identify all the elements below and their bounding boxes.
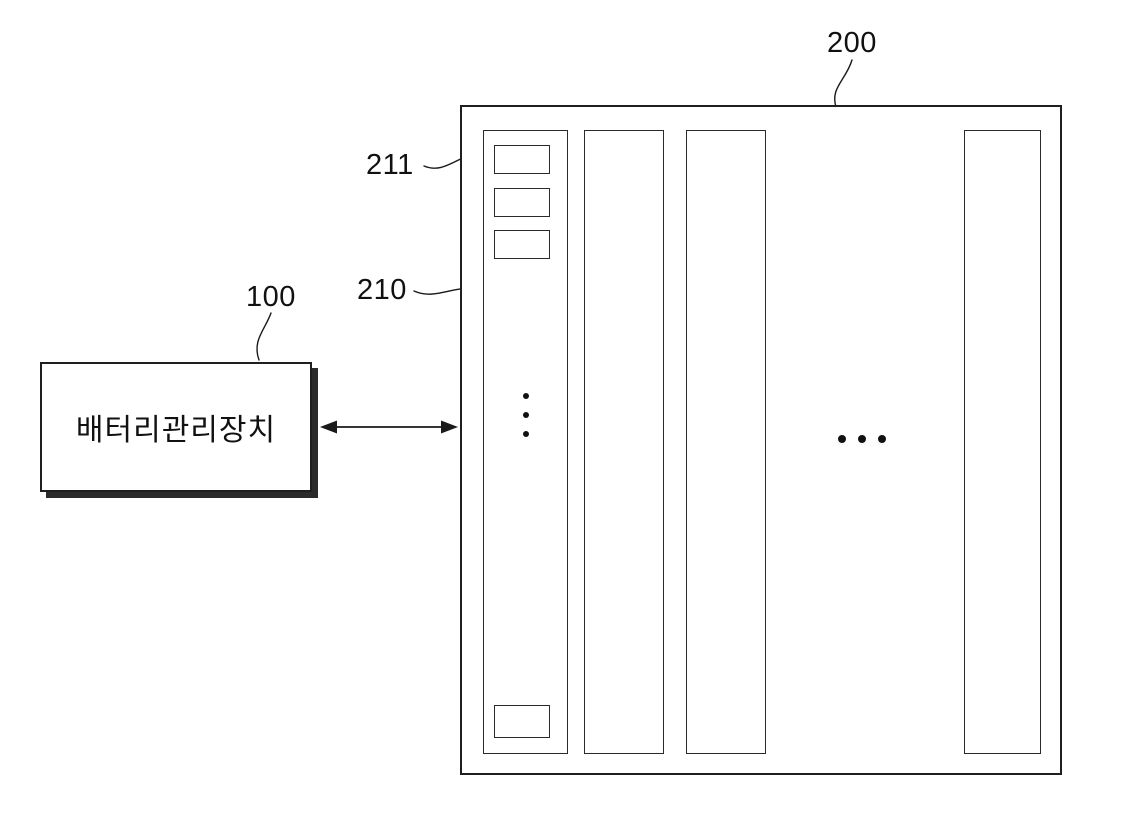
battery-pack-box	[460, 105, 1062, 775]
ref-label-211: 211	[366, 149, 414, 181]
battery-module-column-3	[686, 130, 766, 754]
leader-line-200	[834, 59, 853, 108]
bidirectional-arrow-icon	[320, 420, 458, 434]
ref-label-100: 100	[246, 281, 296, 313]
ellipsis-dot	[838, 435, 846, 443]
battery-module-column-last	[964, 130, 1041, 754]
battery-cell-last	[494, 705, 550, 738]
battery-management-device-label: 배터리관리장치	[75, 414, 277, 447]
battery-cell-3	[494, 230, 550, 259]
ellipsis-dot	[522, 412, 529, 418]
vertical-ellipsis	[484, 393, 567, 437]
ellipsis-dot	[522, 431, 529, 437]
battery-management-device-box: 배터리관리장치	[40, 362, 312, 492]
battery-module-column-1	[483, 130, 568, 754]
battery-cell-1	[494, 145, 550, 174]
leader-line-100	[256, 312, 272, 361]
ellipsis-dot	[878, 435, 886, 443]
ellipsis-dot	[858, 435, 866, 443]
ref-label-210: 210	[357, 274, 407, 306]
horizontal-ellipsis	[838, 435, 886, 443]
battery-module-column-2	[584, 130, 664, 754]
ref-label-200: 200	[827, 27, 877, 59]
battery-cell-2	[494, 188, 550, 217]
ellipsis-dot	[522, 393, 529, 399]
